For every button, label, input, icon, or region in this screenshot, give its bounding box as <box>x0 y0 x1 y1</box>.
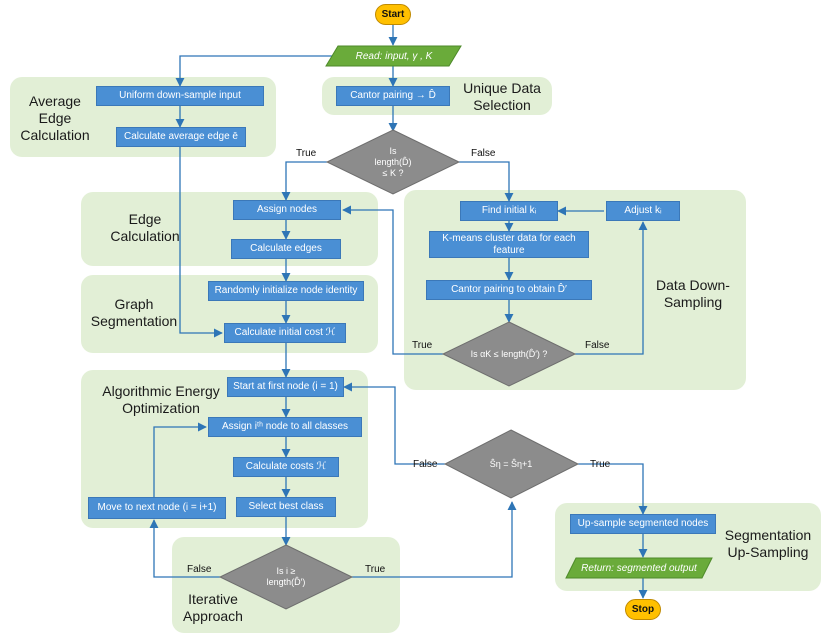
label-d2-false: False <box>585 340 610 351</box>
label-d1-false: False <box>471 148 496 159</box>
process-calc-edges: Calculate edges <box>231 239 341 259</box>
process-select-best: Select best class <box>236 497 336 517</box>
process-calc-average-edge: Calculate average edge ē <box>116 127 246 147</box>
edge-d4-true <box>352 501 517 578</box>
process-find-initial: Find initial kᵢ <box>460 201 558 221</box>
decision-d2: Is αK ≤ length(D̂′) ? <box>470 348 548 359</box>
decision-d1: Is length(D̂) ≤ K ? <box>374 145 412 178</box>
label-d4-false: False <box>187 564 212 575</box>
label-d3-true: True <box>590 459 611 470</box>
io-return: Return: segmented output <box>581 562 697 574</box>
process-cantor-pairing-2: Cantor pairing to obtain D̂′ <box>426 280 592 300</box>
process-initial-cost: Calculate initial cost ℋ <box>224 323 346 343</box>
decision-d3-shape <box>443 429 580 499</box>
process-start-first-node: Start at first node (i = 1) <box>227 377 344 397</box>
io-return-shape <box>565 557 713 579</box>
process-assign-nodes: Assign nodes <box>233 200 341 220</box>
decision-d2-shape <box>441 321 577 387</box>
process-cantor-pairing-1: Cantor pairing → D̂ <box>336 86 450 106</box>
process-move-next: Move to next node (i = i+1) <box>88 497 226 519</box>
decision-d4: Is i ≥ length(D̂′) <box>266 566 306 587</box>
label-d2-true: True <box>412 340 433 351</box>
process-uniform-downsample: Uniform down-sample input <box>96 86 264 106</box>
label-edge-calculation: Edge Calculation <box>110 211 180 244</box>
label-graph-segmentation: Graph Segmentation <box>90 296 178 329</box>
edge-d1-true <box>281 161 327 201</box>
edge-d2-false <box>575 221 648 355</box>
edge-d4-false <box>149 519 220 578</box>
decision-d3: Ŝη = Ŝη+1 <box>489 458 533 469</box>
edge-d2-true <box>342 205 443 355</box>
process-calc-costs: Calculate costs ℋ <box>233 457 339 477</box>
edge-d1-false <box>459 161 514 202</box>
decision-d1-shape <box>325 129 461 195</box>
process-assign-ith-node: Assign iᵗʰ node to all classes <box>208 417 362 437</box>
io-read-shape <box>325 45 462 67</box>
edge-avg-initcost <box>179 147 223 338</box>
edge-d3-false <box>343 382 445 465</box>
process-random-init: Randomly initialize node identity <box>208 281 364 301</box>
label-d4-true: True <box>365 564 386 575</box>
edge-d3-true <box>578 463 648 515</box>
label-d1-true: True <box>296 148 317 159</box>
stop-terminal: Stop <box>625 599 661 620</box>
label-algorithmic-energy: Algorithmic Energy Optimization <box>102 383 220 416</box>
decision-d4-shape <box>218 544 354 610</box>
start-terminal: Start <box>375 4 411 25</box>
process-kmeans: K-means cluster data for each feature <box>429 231 589 258</box>
io-read: Read: input, γ , K <box>355 50 433 62</box>
label-data-down-sampling: Data Down- Sampling <box>656 277 730 310</box>
label-d3-false: False <box>413 459 438 470</box>
process-adjust: Adjust kᵢ <box>606 201 680 221</box>
edge-move-assignith <box>153 422 207 497</box>
label-iterative-approach: Iterative Approach <box>183 591 243 624</box>
label-unique-data: Unique Data Selection <box>463 80 541 113</box>
process-upsample: Up-sample segmented nodes <box>570 514 716 534</box>
label-segmentation-upsampling: Segmentation Up-Sampling <box>724 527 812 560</box>
label-average-edge: Average Edge Calculation <box>20 93 90 143</box>
